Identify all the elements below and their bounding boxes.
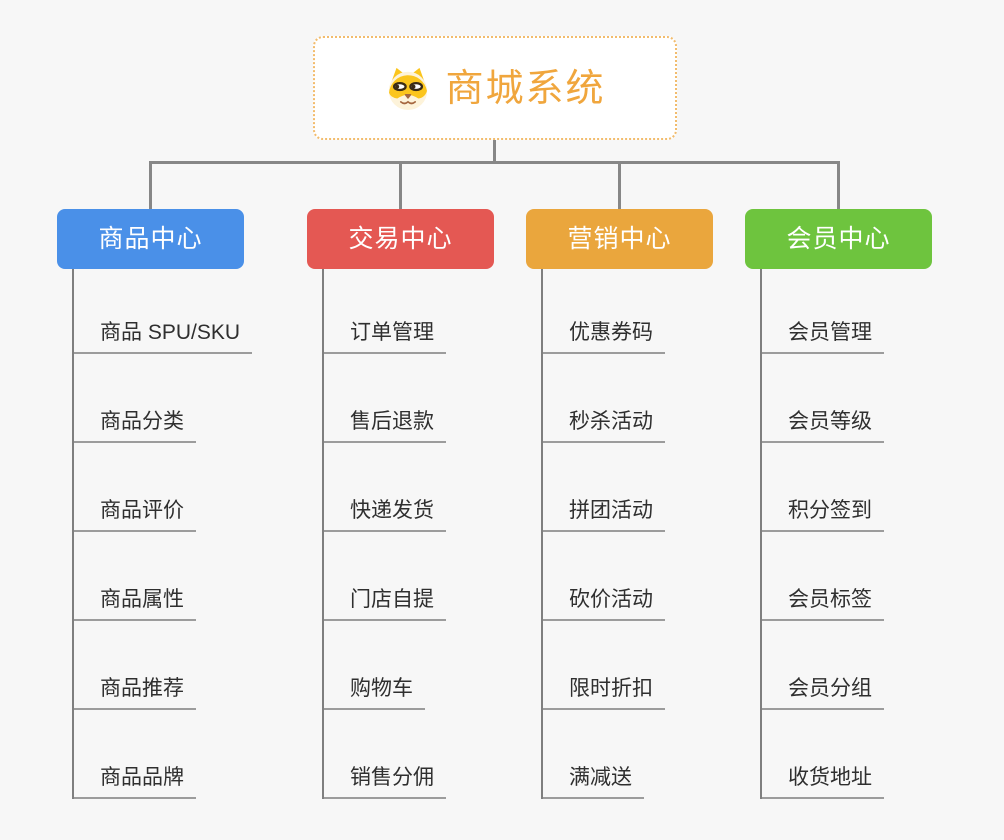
leaf-node[interactable]: 收货地址 [762, 766, 884, 799]
branch-node-trade[interactable]: 交易中心 [307, 209, 494, 269]
leaf-node[interactable]: 销售分佣 [324, 766, 446, 799]
root-node[interactable]: 商城系统 [313, 36, 677, 140]
branch-trade: 交易中心 订单管理 售后退款 快递发货 门店自提 购物车 销售分佣 [307, 209, 569, 799]
leaf-node[interactable]: 会员管理 [762, 321, 884, 354]
leaf-node[interactable]: 积分签到 [762, 499, 884, 532]
leaf-node[interactable]: 购物车 [324, 677, 425, 710]
doge-icon [389, 67, 428, 111]
connector-rail [150, 161, 839, 164]
connector-drop-product [149, 161, 152, 210]
leaf-node[interactable]: 商品分类 [74, 410, 196, 443]
leaf-node[interactable]: 秒杀活动 [543, 410, 665, 443]
leaf-node[interactable]: 会员分组 [762, 677, 884, 710]
leaf-list-product: 商品 SPU/SKU 商品分类 商品评价 商品属性 商品推荐 商品品牌 [72, 269, 253, 799]
leaf-node[interactable]: 商品推荐 [74, 677, 196, 710]
connector-drop-member [837, 161, 840, 210]
leaf-node[interactable]: 优惠券码 [543, 321, 665, 354]
branch-node-marketing[interactable]: 营销中心 [526, 209, 713, 269]
connector-drop-trade [399, 161, 402, 210]
leaf-node[interactable]: 会员等级 [762, 410, 884, 443]
leaf-list-marketing: 优惠券码 秒杀活动 拼团活动 砍价活动 限时折扣 满减送 [541, 269, 665, 799]
leaf-node[interactable]: 满减送 [543, 766, 644, 799]
branch-marketing: 营销中心 优惠券码 秒杀活动 拼团活动 砍价活动 限时折扣 满减送 [526, 209, 788, 799]
connector-stem [493, 140, 496, 164]
leaf-node[interactable]: 限时折扣 [543, 677, 665, 710]
leaf-node[interactable]: 售后退款 [324, 410, 446, 443]
leaf-list-member: 会员管理 会员等级 积分签到 会员标签 会员分组 收货地址 [760, 269, 884, 799]
leaf-node[interactable]: 商品属性 [74, 588, 196, 621]
leaf-node[interactable]: 会员标签 [762, 588, 884, 621]
branch-member: 会员中心 会员管理 会员等级 积分签到 会员标签 会员分组 收货地址 [745, 209, 1004, 799]
leaf-node[interactable]: 商品 SPU/SKU [74, 321, 253, 354]
branch-product: 商品中心 商品 SPU/SKU 商品分类 商品评价 商品属性 商品推荐 商品品牌 [57, 209, 319, 799]
leaf-node[interactable]: 订单管理 [324, 321, 446, 354]
root-title: 商城系统 [445, 68, 606, 110]
leaf-node[interactable]: 快递发货 [324, 499, 446, 532]
leaf-list-trade: 订单管理 售后退款 快递发货 门店自提 购物车 销售分佣 [322, 269, 446, 799]
leaf-node[interactable]: 门店自提 [324, 588, 446, 621]
leaf-node[interactable]: 拼团活动 [543, 499, 665, 532]
connector-drop-marketing [618, 161, 621, 210]
leaf-node[interactable]: 砍价活动 [543, 588, 665, 621]
leaf-node[interactable]: 商品评价 [74, 499, 196, 532]
branch-node-member[interactable]: 会员中心 [745, 209, 932, 269]
leaf-node[interactable]: 商品品牌 [74, 766, 196, 799]
branch-node-product[interactable]: 商品中心 [57, 209, 244, 269]
